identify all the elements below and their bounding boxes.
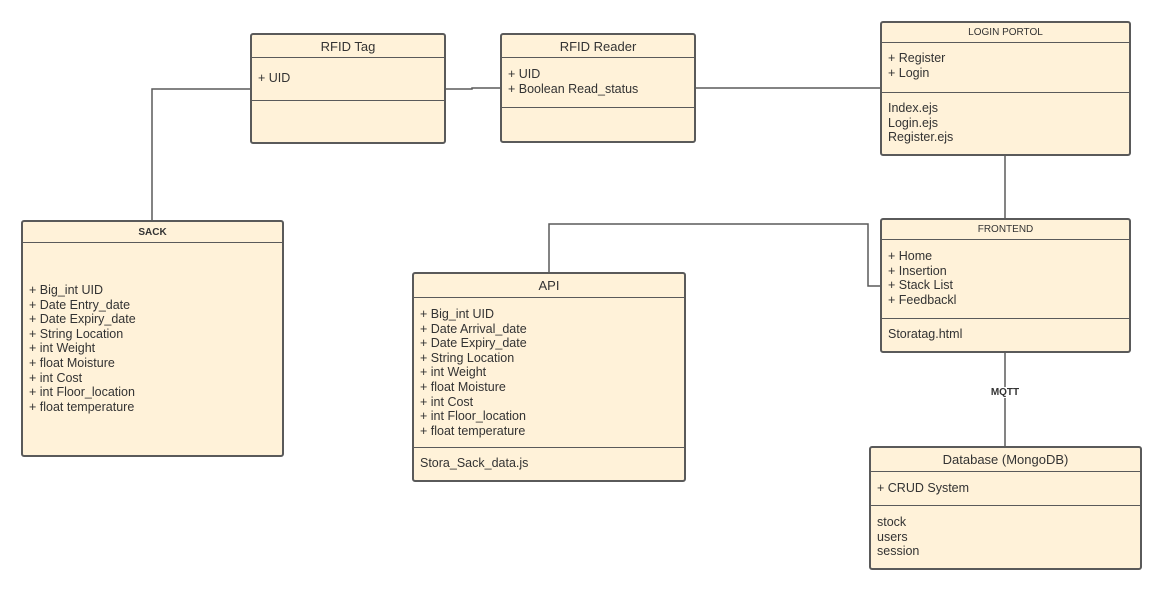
attribute: + Insertion (888, 263, 947, 278)
attributes-section: + Big_int UID + Date Entry_date + Date E… (23, 243, 282, 414)
attributes-section: + Big_int UID + Date Arrival_date + Date… (414, 298, 684, 448)
class-database[interactable]: Database (MongoDB) + CRUD System stock u… (869, 446, 1142, 570)
method: Stora_Sack_data.js (420, 456, 529, 470)
class-sack[interactable]: SACK + Big_int UID + Date Entry_date + D… (21, 220, 284, 457)
connector-tag-sack (151, 88, 250, 221)
methods-section: Stora_Sack_data.js (414, 448, 684, 471)
attribute: + Date Entry_date (29, 297, 131, 312)
attribute: + Register (888, 51, 946, 65)
method: session (877, 544, 920, 559)
class-login-portol[interactable]: LOGIN PORTOL + Register + Login Index.ej… (880, 21, 1131, 156)
attribute: + float temperature (420, 423, 526, 438)
class-title: RFID Reader (502, 35, 694, 58)
attribute: + int Cost (29, 370, 83, 385)
class-rfid-reader[interactable]: RFID Reader + UID + Boolean Read_status (500, 33, 696, 143)
attribute: + int Weight (29, 341, 96, 356)
class-title: LOGIN PORTOL (882, 23, 1129, 43)
class-api[interactable]: API + Big_int UID + Date Arrival_date + … (412, 272, 686, 482)
attributes-section: + Register + Login (882, 43, 1129, 93)
attribute: + Boolean Read_status (508, 81, 639, 96)
method: users (877, 529, 908, 544)
attribute: + float temperature (29, 399, 135, 414)
attribute: + String Location (29, 326, 124, 341)
attribute: + CRUD System (877, 481, 970, 495)
attribute: + Big_int UID (29, 283, 103, 297)
class-rfid-tag[interactable]: RFID Tag + UID (250, 33, 446, 144)
class-title: Database (MongoDB) (871, 448, 1140, 472)
connector-api-frontend (548, 223, 881, 287)
attribute: + Date Arrival_date (420, 321, 527, 336)
attributes-section: + CRUD System (871, 472, 1140, 506)
attribute: + Date Expiry_date (420, 336, 527, 351)
attribute: + Home (888, 249, 933, 263)
attributes-section: + Home + Insertion + Stack List + Feedba… (882, 240, 1129, 319)
attribute: + UID (508, 67, 541, 81)
method: Storatag.html (888, 327, 963, 341)
attribute: + String Location (420, 350, 515, 365)
attributes-section: + UID (252, 58, 444, 101)
connector-tag-reader (445, 87, 500, 90)
attributes-section: + UID + Boolean Read_status (502, 58, 694, 108)
methods-section: Index.ejs Login.ejs Register.ejs (882, 93, 1129, 145)
attribute: + UID (258, 71, 291, 85)
mqtt-label: MQTT (983, 387, 1027, 398)
attribute: + int Floor_location (29, 385, 135, 400)
class-title: API (414, 274, 684, 298)
attribute: + int Floor_location (420, 409, 526, 424)
methods-section: stock users session (871, 506, 1140, 559)
methods-section: Storatag.html (882, 319, 1129, 342)
method: stock (877, 515, 907, 529)
attribute: + Feedbackl (888, 292, 957, 307)
class-frontend[interactable]: FRONTEND + Home + Insertion + Stack List… (880, 218, 1131, 353)
class-title: SACK (23, 222, 282, 243)
attribute: + float Moisture (420, 379, 506, 394)
attribute: + int Cost (420, 394, 474, 409)
attribute: + Login (888, 65, 930, 80)
class-title: RFID Tag (252, 35, 444, 58)
method: Register.ejs (888, 130, 954, 145)
method: Login.ejs (888, 115, 939, 130)
attribute: + float Moisture (29, 355, 115, 370)
attribute: + int Weight (420, 365, 487, 380)
attribute: + Stack List (888, 278, 953, 293)
attribute: + Date Expiry_date (29, 312, 136, 327)
method: Index.ejs (888, 101, 939, 115)
class-title: FRONTEND (882, 220, 1129, 240)
attribute: + Big_int UID (420, 307, 494, 321)
